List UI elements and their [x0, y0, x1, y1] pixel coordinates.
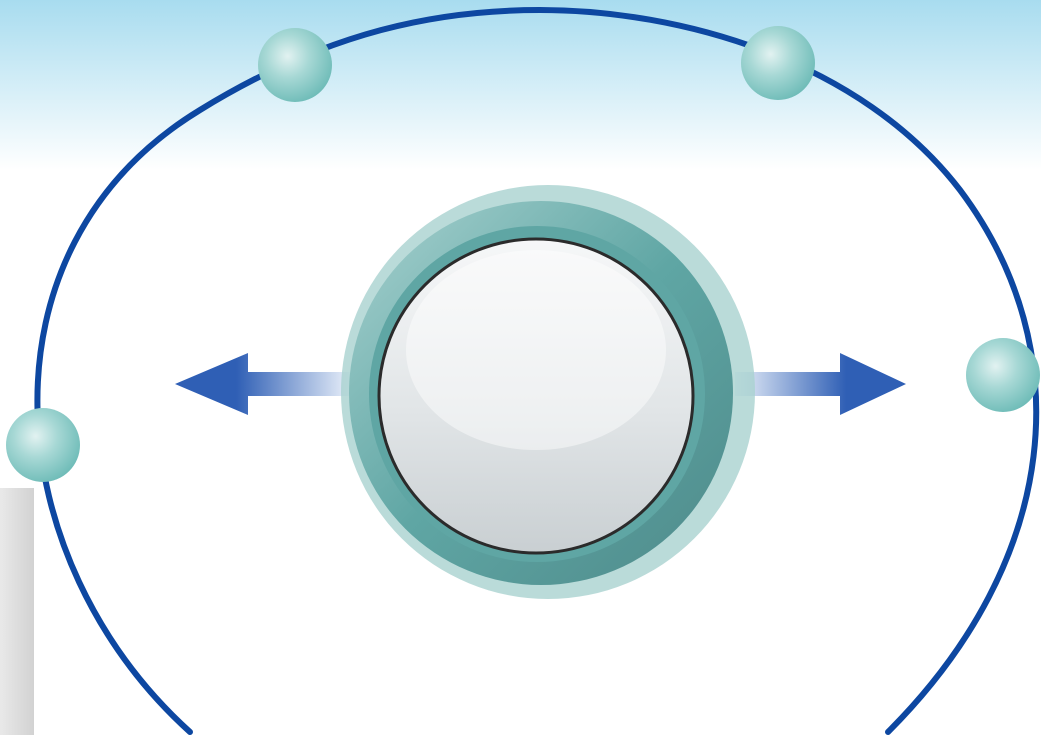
bead-left: [6, 408, 80, 482]
center-disc: [377, 237, 695, 555]
right-arrow: [735, 353, 906, 415]
side-panel-fragment: [0, 488, 34, 735]
left-arrow: [175, 353, 350, 415]
bead-top-right: [741, 26, 815, 100]
bead-right: [966, 338, 1040, 412]
central-sphere: [341, 185, 755, 599]
sky-gradient-background: [0, 0, 1041, 170]
bead-top-left: [258, 28, 332, 102]
center-highlight: [406, 250, 666, 450]
